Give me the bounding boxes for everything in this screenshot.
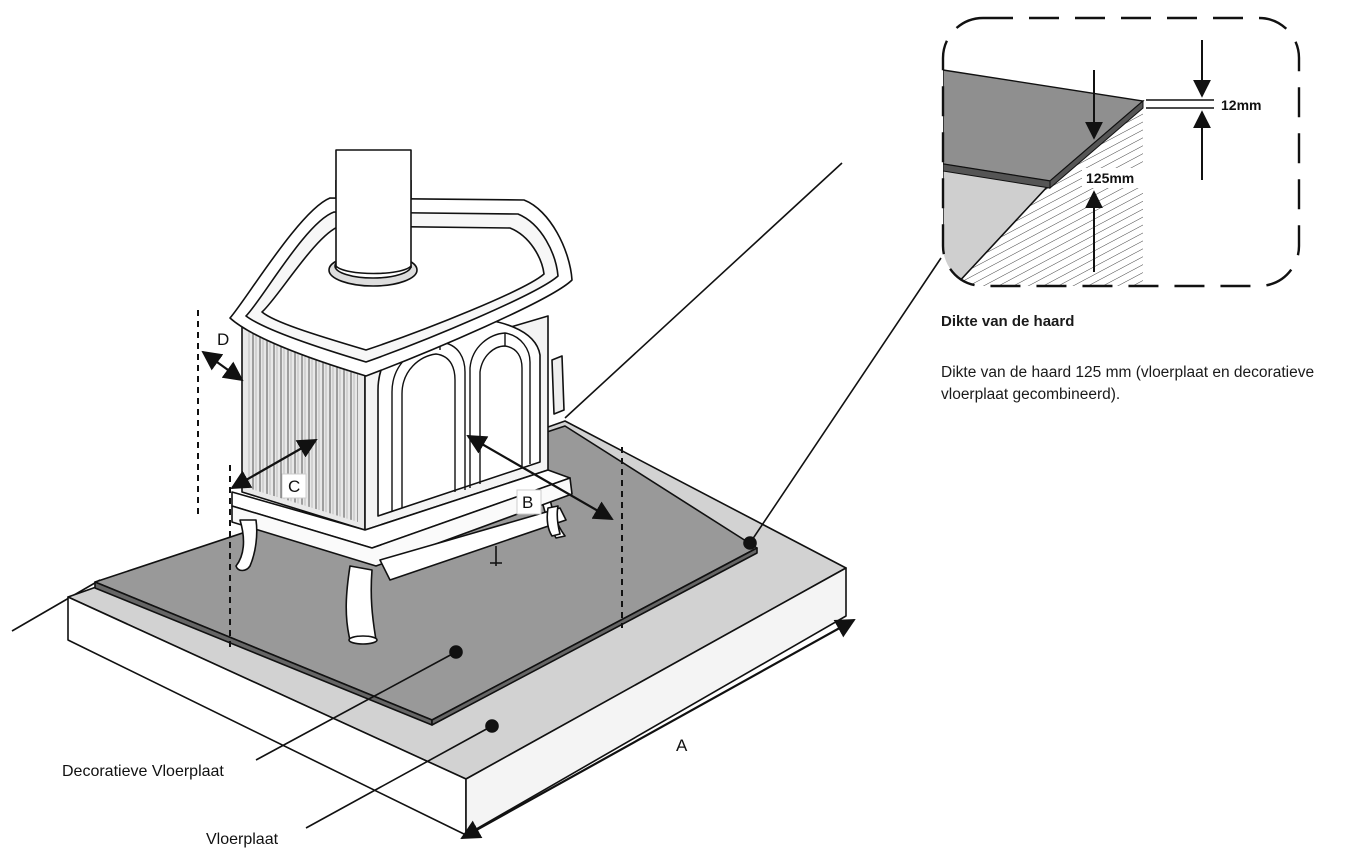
dimension-d-label: D bbox=[217, 330, 229, 349]
thickness-total-label: 125mm bbox=[1086, 170, 1134, 186]
dimension-b-label: B bbox=[522, 493, 533, 512]
floor-plate-pointer bbox=[485, 719, 499, 733]
dimension-d-arrow bbox=[201, 350, 244, 382]
dimension-c-arrow bbox=[230, 439, 318, 489]
floor-plate-label: Vloerplaat bbox=[206, 831, 279, 848]
detail-title: Dikte van de haard bbox=[941, 313, 1075, 330]
detail-pointer bbox=[743, 536, 757, 550]
decorative-plate-pointer bbox=[449, 645, 463, 659]
dimension-a-label: A bbox=[676, 736, 688, 755]
dimension-b-arrow bbox=[466, 435, 614, 520]
decorative-plate-label: Decoratieve Vloerplaat bbox=[62, 763, 224, 780]
dimension-arrows bbox=[201, 350, 856, 839]
detail-frame bbox=[941, 16, 1301, 288]
thickness-top-label: 12mm bbox=[1221, 97, 1261, 113]
detail-inset: 125mm 12mm bbox=[941, 16, 1301, 288]
leader-lines bbox=[255, 257, 942, 829]
detail-description: Dikte van de haard 125 mm (vloerplaat en… bbox=[941, 364, 1315, 403]
dimension-c-label: C bbox=[288, 477, 300, 496]
dimension-tags: D C B A bbox=[213, 327, 688, 755]
stove-front-leg-right bbox=[345, 565, 377, 641]
stove-front-leg-left bbox=[235, 519, 258, 572]
wall-lines bbox=[11, 162, 843, 632]
dimension-a-arrow bbox=[460, 619, 856, 839]
